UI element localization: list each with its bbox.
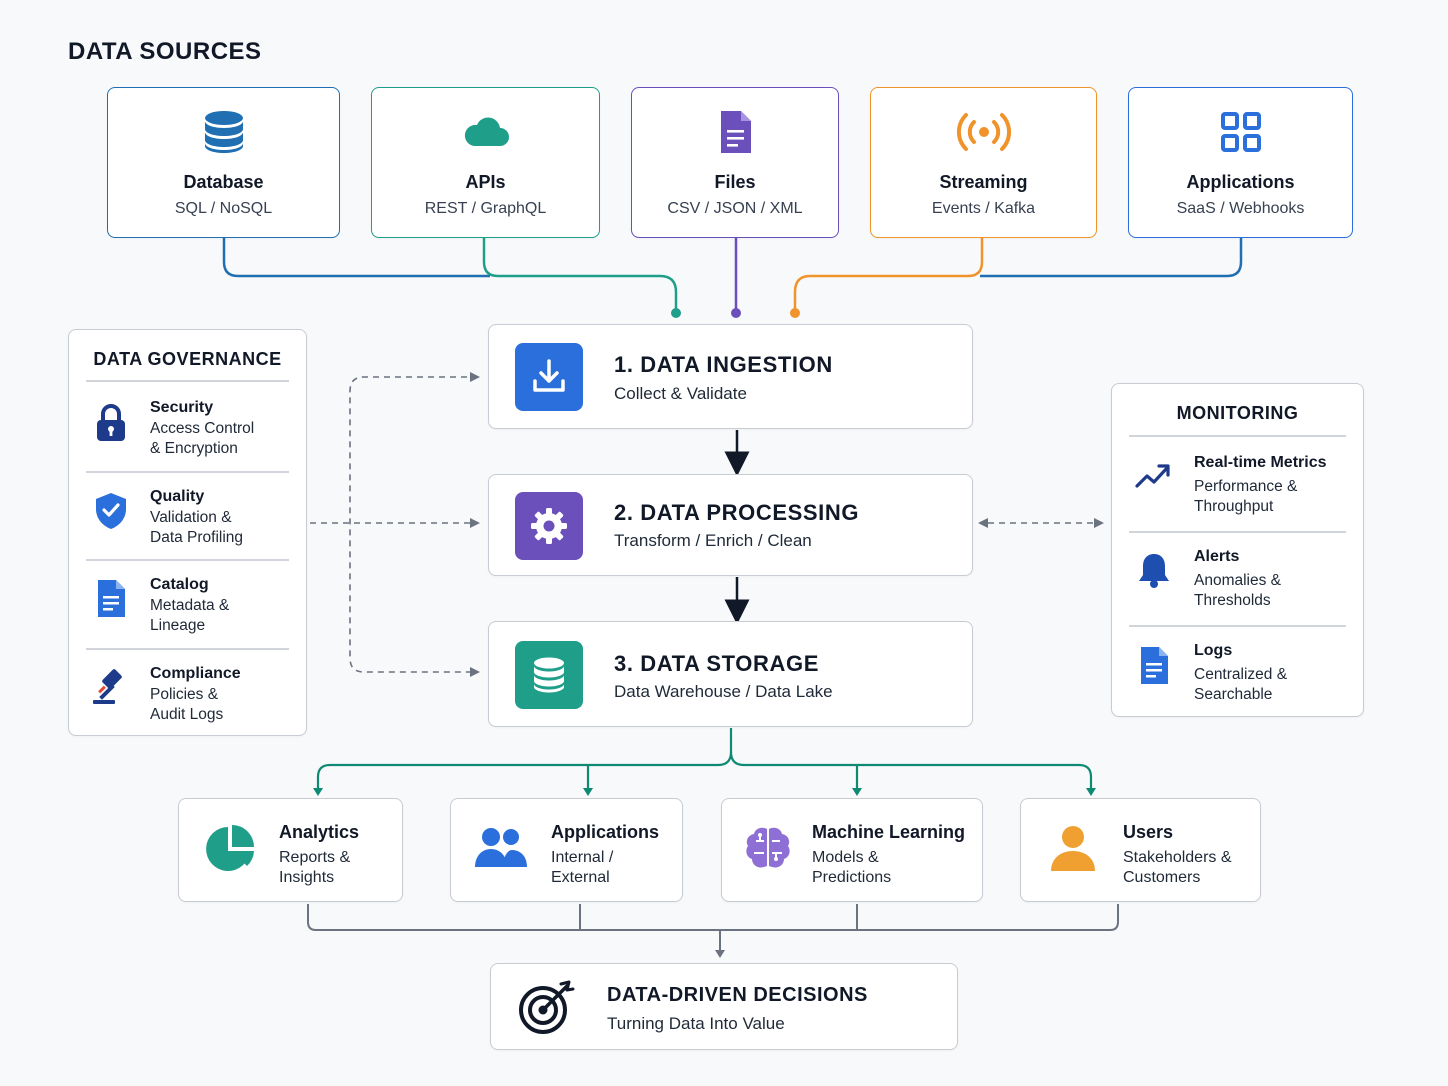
monitoring-item-sub: Centralized & Searchable	[1194, 666, 1288, 703]
consumer-label: Users	[1123, 822, 1174, 842]
stage-title: 2. DATA PROCESSING	[614, 500, 860, 525]
outcome-subtitle: Turning Data Into Value	[607, 1014, 785, 1033]
monitoring-item-label: Logs	[1194, 642, 1233, 659]
person-icon	[1051, 826, 1095, 871]
monitoring-item-sub: Anomalies & Thresholds	[1194, 572, 1282, 609]
consumer-sub: Internal / External	[551, 849, 614, 886]
cloud-icon	[464, 117, 509, 146]
brain-icon	[746, 827, 790, 868]
line-apis	[482, 238, 678, 313]
outcome-card[interactable]: DATA-DRIVEN DECISIONS Turning Data Into …	[490, 963, 958, 1050]
source-card-files[interactable]: Files CSV / JSON / XML	[631, 87, 839, 238]
monitoring-title: MONITORING	[1176, 403, 1299, 423]
monitoring-item-label: Alerts	[1194, 548, 1240, 565]
gear-icon	[531, 508, 567, 544]
stage-title: 1. DATA INGESTION	[614, 352, 833, 377]
source-sub: SaaS / Webhooks	[1176, 200, 1305, 217]
bell-icon	[1139, 554, 1169, 588]
page-title: DATA SOURCES	[68, 38, 262, 65]
consumer-analytics[interactable]: Analytics Reports & Insights	[178, 798, 403, 902]
broadcast-icon	[956, 113, 1011, 151]
governance-title: DATA GOVERNANCE	[93, 349, 282, 369]
source-label: Streaming	[939, 172, 1028, 192]
governance-item-label: Compliance	[150, 665, 241, 682]
database-icon	[204, 111, 243, 153]
stage-ingestion[interactable]: 1. DATA INGESTION Collect & Validate	[488, 324, 973, 429]
download-icon	[533, 359, 565, 392]
consumer-sub: Reports & Insights	[279, 849, 351, 886]
source-card-apis[interactable]: APIs REST / GraphQL	[371, 87, 600, 238]
source-label: APIs	[465, 172, 506, 192]
shield-check-icon	[96, 493, 126, 529]
source-sub: Events / Kafka	[931, 200, 1036, 217]
consumer-machine-learning[interactable]: Machine Learning Models & Predictions	[721, 798, 983, 902]
stage-subtitle: Data Warehouse / Data Lake	[614, 682, 833, 701]
source-sub: CSV / JSON / XML	[667, 200, 803, 217]
consumer-label: Machine Learning	[812, 822, 966, 842]
source-sub: REST / GraphQL	[424, 200, 547, 217]
document-icon	[1141, 647, 1168, 684]
document-icon	[98, 580, 125, 617]
source-card-database[interactable]: Database SQL / NoSQL	[107, 87, 340, 238]
governance-item-label: Security	[150, 399, 214, 416]
pie-chart-icon	[206, 825, 254, 871]
database-icon	[534, 657, 564, 693]
grid-icon	[1220, 112, 1261, 152]
stage-subtitle: Collect & Validate	[614, 384, 747, 403]
consumer-label: Applications	[551, 822, 660, 842]
source-label: Files	[714, 172, 756, 192]
gavel-icon	[93, 669, 122, 704]
stage-title: 3. DATA STORAGE	[614, 651, 819, 676]
monitoring-item-label: Real-time Metrics	[1194, 454, 1327, 471]
trend-up-icon	[1135, 464, 1170, 488]
consumer-label: Analytics	[279, 822, 360, 842]
source-sub: SQL / NoSQL	[174, 200, 273, 217]
source-label: Database	[183, 172, 264, 192]
source-card-streaming[interactable]: Streaming Events / Kafka	[870, 87, 1097, 238]
file-icon	[721, 111, 751, 153]
target-icon	[519, 980, 575, 1034]
line-applications	[980, 238, 1243, 278]
governance-item-sub: Validation & Data Profiling	[150, 509, 244, 546]
consumer-applications[interactable]: Applications Internal / External	[450, 798, 683, 902]
users-icon	[475, 828, 527, 867]
governance-panel: DATA GOVERNANCE Security Access Control …	[68, 329, 307, 736]
stage-storage[interactable]: 3. DATA STORAGE Data Warehouse / Data La…	[488, 621, 973, 727]
monitoring-item-sub: Performance & Throughput	[1194, 478, 1298, 515]
stage-processing[interactable]: 2. DATA PROCESSING Transform / Enrich / …	[488, 474, 973, 576]
governance-item-label: Catalog	[150, 576, 209, 593]
governance-item-sub: Policies & Audit Logs	[150, 686, 224, 723]
consumer-sub: Stakeholders & Customers	[1123, 849, 1232, 886]
lock-icon	[97, 404, 125, 441]
governance-item-sub: Metadata & Lineage	[150, 597, 230, 634]
source-label: Applications	[1186, 172, 1295, 192]
outcome-title: DATA-DRIVEN DECISIONS	[607, 984, 868, 1006]
consumer-sub: Models & Predictions	[812, 849, 892, 886]
governance-item-label: Quality	[150, 488, 205, 505]
stage-subtitle: Transform / Enrich / Clean	[614, 531, 812, 550]
line-streaming	[793, 238, 984, 313]
monitoring-panel: MONITORING Real-time Metrics Performance…	[1111, 383, 1364, 717]
consumer-users[interactable]: Users Stakeholders & Customers	[1020, 798, 1261, 902]
line-database	[222, 238, 490, 278]
governance-item-sub: Access Control & Encryption	[150, 420, 255, 457]
source-card-applications[interactable]: Applications SaaS / Webhooks	[1128, 87, 1353, 238]
